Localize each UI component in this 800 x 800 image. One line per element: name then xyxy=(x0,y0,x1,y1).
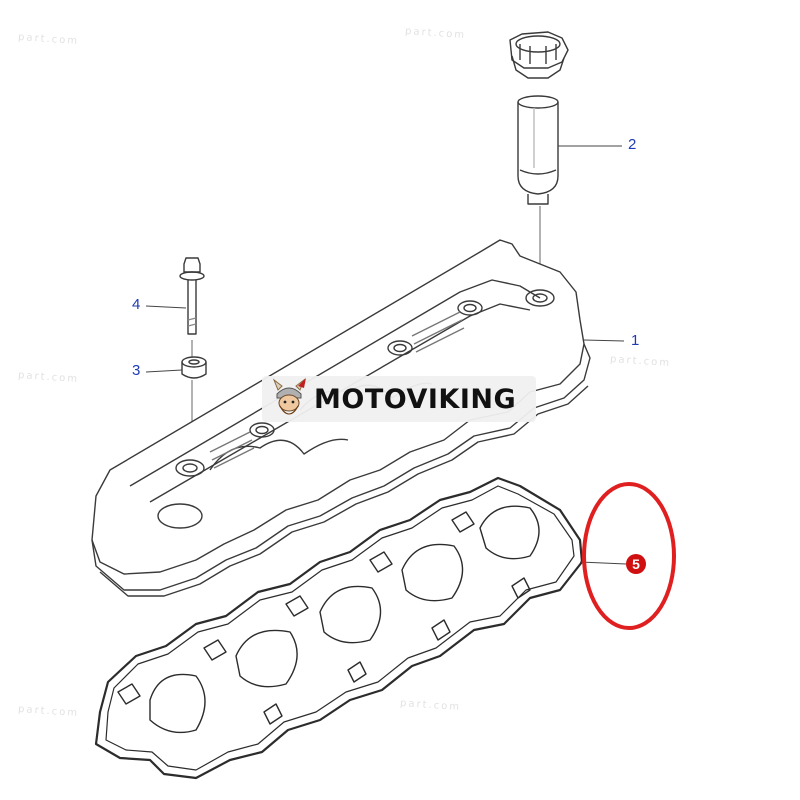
callout-5[interactable]: 5 xyxy=(626,554,646,574)
grommet xyxy=(145,356,207,379)
callout-3[interactable]: 3 xyxy=(132,362,141,379)
brand-name: MOTOVIKING xyxy=(314,383,517,415)
bolt xyxy=(145,257,205,335)
callout-4[interactable]: 4 xyxy=(132,296,141,313)
brand-logo: MOTOVIKING xyxy=(262,376,536,422)
viking-mascot-icon xyxy=(272,378,306,415)
filler-tube xyxy=(517,95,622,205)
filler-cap xyxy=(509,31,569,79)
callout-1[interactable]: 1 xyxy=(631,332,640,349)
gasket xyxy=(94,476,627,780)
highlight-ring xyxy=(582,482,676,630)
callout-2[interactable]: 2 xyxy=(628,136,637,153)
